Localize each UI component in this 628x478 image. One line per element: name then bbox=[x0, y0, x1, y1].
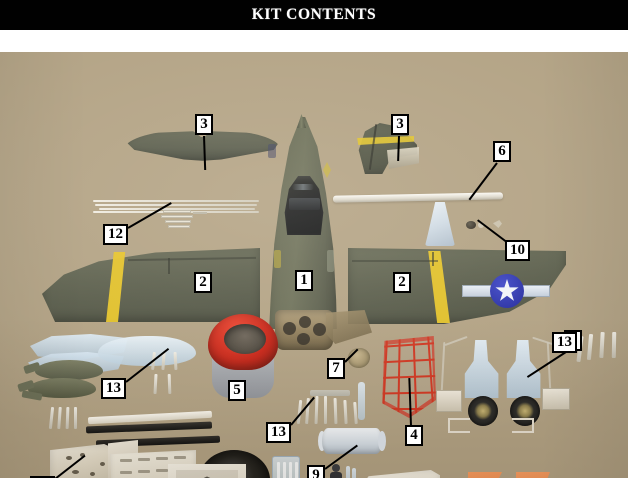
clear-rod bbox=[599, 331, 605, 359]
spinner-hardware bbox=[348, 348, 370, 368]
pin bbox=[48, 406, 55, 430]
clear-rod bbox=[343, 399, 348, 425]
clear-rod bbox=[333, 397, 338, 425]
clear-rod bbox=[586, 333, 594, 361]
callout-5: 5 bbox=[228, 380, 246, 401]
hinge bbox=[193, 212, 207, 214]
callout-12: 12 bbox=[103, 224, 128, 245]
pilot-body bbox=[330, 472, 342, 478]
aileron-seam bbox=[432, 252, 434, 266]
wheel bbox=[510, 396, 540, 426]
clear-rod bbox=[352, 468, 356, 478]
gear-leg bbox=[464, 340, 499, 398]
callout-leader-line bbox=[290, 396, 315, 426]
callout-13-mid: 13 bbox=[266, 422, 291, 443]
pin bbox=[74, 407, 77, 429]
callout-7: 7 bbox=[327, 358, 345, 379]
hinge bbox=[168, 225, 190, 228]
drop-tank bbox=[35, 360, 103, 380]
former bbox=[168, 464, 246, 478]
hinge bbox=[165, 220, 191, 223]
fuselage-marking bbox=[327, 250, 334, 272]
pin bbox=[57, 406, 62, 430]
orange-fairing bbox=[468, 472, 502, 478]
pilot-head bbox=[332, 464, 340, 472]
pilot-figure bbox=[330, 464, 342, 478]
cowl-cone bbox=[425, 202, 455, 246]
gear-wire bbox=[532, 336, 554, 346]
callout-3-right: 3 bbox=[391, 114, 409, 135]
fuselage-marking bbox=[274, 250, 281, 268]
clear-rod bbox=[314, 395, 319, 425]
callout-6: 6 bbox=[493, 141, 511, 162]
wire-grid bbox=[382, 336, 436, 418]
page-title: KIT CONTENTS bbox=[251, 6, 377, 23]
callout-3-left: 3 bbox=[195, 114, 213, 135]
callout-2-left: 2 bbox=[194, 272, 212, 293]
cowl-opening bbox=[224, 324, 266, 354]
pin bbox=[153, 373, 158, 395]
callout-13-left: 13 bbox=[101, 378, 126, 399]
hinge bbox=[161, 215, 193, 218]
fuselage-marking bbox=[268, 144, 276, 158]
tank-cap bbox=[378, 431, 386, 451]
rudder bbox=[387, 147, 419, 169]
hardware-bag bbox=[272, 456, 300, 478]
gear-wire bbox=[546, 341, 552, 391]
gear-plate bbox=[542, 388, 570, 410]
former-cutout bbox=[176, 470, 238, 478]
engine-bay bbox=[275, 310, 333, 350]
callout-1: 1 bbox=[295, 270, 313, 291]
header-spacer bbox=[0, 30, 628, 52]
clear-part bbox=[98, 336, 196, 366]
header-bar bbox=[0, 0, 628, 30]
wood-part bbox=[326, 310, 372, 344]
callout-11: 11 bbox=[30, 476, 55, 478]
hardware-nut bbox=[466, 221, 476, 229]
clear-strip bbox=[358, 382, 365, 420]
callout-2-right: 2 bbox=[393, 272, 411, 293]
gear-plate bbox=[436, 390, 462, 412]
fin-stripe bbox=[357, 136, 414, 145]
clear-rod bbox=[324, 396, 327, 424]
callout-4: 4 bbox=[405, 425, 423, 446]
clear-rod bbox=[611, 331, 617, 359]
wing-seam bbox=[352, 260, 438, 262]
former-plate bbox=[364, 470, 440, 478]
callout-leader-line bbox=[477, 219, 509, 244]
clear-part bbox=[310, 390, 350, 396]
fuselage-marking bbox=[323, 162, 331, 178]
callout-9: 9 bbox=[307, 465, 325, 478]
drop-tank bbox=[28, 378, 96, 398]
star-insignia bbox=[462, 274, 550, 308]
kit-contents-photo: 33612101228137135413911 bbox=[0, 52, 628, 478]
gear-wire bbox=[444, 335, 468, 347]
gear-clip bbox=[448, 418, 470, 433]
canopy-frame bbox=[289, 198, 320, 210]
gear-wire bbox=[440, 341, 446, 393]
callout-13-right: 13 bbox=[552, 332, 577, 353]
hinge bbox=[163, 210, 191, 213]
fuselage-nose bbox=[297, 114, 306, 128]
callout-10: 10 bbox=[505, 240, 530, 261]
aileron-seam bbox=[168, 258, 170, 274]
orange-fairing bbox=[516, 472, 550, 478]
pushrod bbox=[332, 192, 504, 203]
hardware-clip bbox=[493, 220, 502, 228]
canopy-glare bbox=[292, 184, 314, 190]
pin bbox=[65, 406, 70, 430]
wheel bbox=[468, 396, 498, 426]
gear-clip bbox=[512, 418, 534, 433]
pin bbox=[167, 373, 172, 395]
hardware-washer bbox=[478, 222, 484, 228]
clear-rod bbox=[346, 466, 350, 478]
